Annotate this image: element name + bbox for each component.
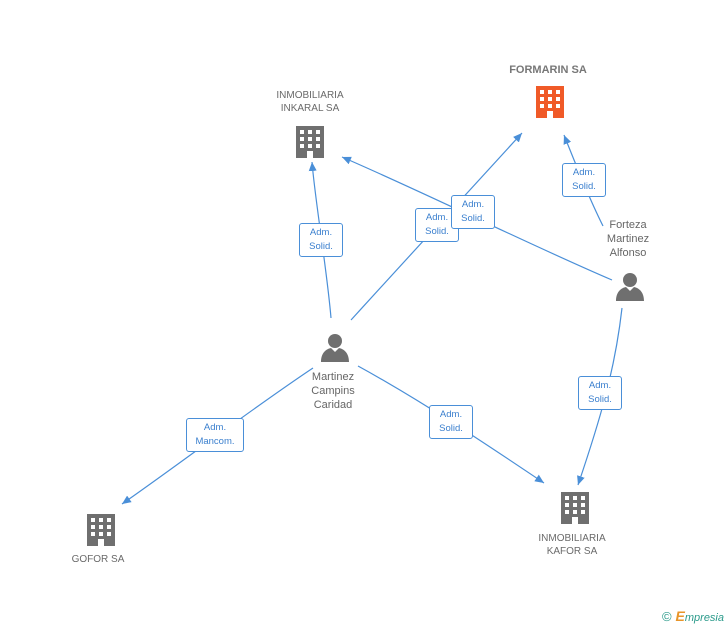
node-label-martinez-campins[interactable]: Martinez Campins Caridad [294,370,372,412]
edge-label-martinez-campins-gofor[interactable]: Adm. Mancom. [186,418,244,452]
building-icon [296,126,324,158]
node-label-inmobiliaria-kafor[interactable]: INMOBILIARIA KAFOR SA [524,532,620,558]
node-label-line: GOFOR SA [71,554,125,565]
node-label-line: Martinez [311,371,355,383]
edge-label-line: Solid. [425,226,449,237]
node-label-line: Forteza [609,219,647,231]
node-label-gofor[interactable]: GOFOR SA [58,553,138,566]
edge-label-line: Solid. [461,213,485,224]
empresia-brand: ©Empresia [662,608,724,624]
building-icon [87,514,115,546]
node-label-inmobiliaria-inkaral[interactable]: INMOBILIARIA INKARAL SA [262,89,358,115]
brand-name: mpresia [684,612,724,624]
person-icon [616,273,644,301]
edge-label-line: Solid. [309,241,333,252]
edge-label-line: Solid. [572,181,596,192]
node-label-line: INMOBILIARIA [276,90,344,101]
edge-label-line: Adm. [461,199,485,210]
copyright-symbol: © [661,609,672,624]
building-icon [536,86,564,118]
edge-label-forteza-formarin[interactable]: Adm. Solid. [562,163,606,197]
edge-label-line: Adm. [572,167,596,178]
edge-label-line: Solid. [588,394,612,405]
edge-label-line: Adm. [588,380,612,391]
edge-label-forteza-inkaral[interactable]: Adm. Solid. [451,195,495,229]
building-icon [561,492,589,524]
node-label-line: Martinez [606,233,650,245]
node-label-line: FORMARIN SA [509,64,587,76]
brand-initial: E [675,608,685,624]
node-label-line: Caridad [313,399,353,411]
edge-label-martinez-campins-kafor[interactable]: Adm. Solid. [429,405,473,439]
edge-label-line: Mancom. [195,436,235,447]
edge-label-forteza-kafor[interactable]: Adm. Solid. [578,376,622,410]
node-label-line: Alfonso [609,247,647,259]
person-icon [321,334,349,362]
node-label-line: INMOBILIARIA [538,533,606,544]
node-label-line: INKARAL SA [280,103,340,114]
edge-label-line: Adm. [425,212,449,223]
edge-label-line: Adm. [309,227,333,238]
node-label-line: Campins [311,385,355,397]
edge-label-line: Adm. [439,409,463,420]
node-label-line: KAFOR SA [546,546,598,557]
node-label-forteza[interactable]: Forteza Martinez Alfonso [590,218,666,260]
node-label-formarin[interactable]: FORMARIN SA [498,64,598,77]
edge-label-line: Adm. [203,422,227,433]
edge-label-martinez-campins-inkaral[interactable]: Adm. Solid. [299,223,343,257]
edge-label-line: Solid. [439,423,463,434]
